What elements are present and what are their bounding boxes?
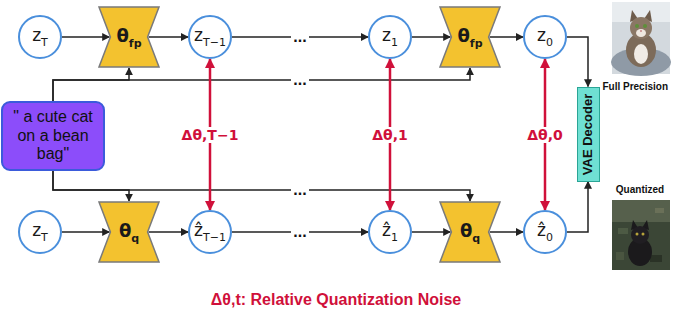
math-symbol: zT [32, 25, 48, 49]
flow-arrow [62, 231, 109, 233]
prompt-text: " a cute cat on a bean bag" [7, 108, 99, 163]
hourglass-outline [440, 7, 500, 67]
latent-circle: z1 [368, 15, 412, 59]
symbol-base: ẑ [194, 220, 203, 240]
symbol-base: z [32, 220, 41, 240]
decoder-box: VAE Decoder [577, 87, 600, 182]
output-label: Quantized [614, 184, 666, 195]
flow-arrow [62, 36, 109, 38]
latent-circle: zT [18, 210, 62, 254]
unet-hourglass: θq [439, 201, 501, 263]
flow-arrow [412, 36, 450, 38]
latent-circle: zT [18, 15, 62, 59]
noise-label: Δθ,0 [525, 127, 565, 143]
symbol-subscript: q [472, 232, 480, 245]
math-symbol: ẑ1 [382, 220, 398, 244]
symbol-subscript: fp [470, 37, 483, 50]
ellipsis-label: ... [291, 224, 308, 240]
flow-arrow [53, 68, 470, 101]
unet-hourglass: θq [98, 201, 160, 263]
math-symbol: z0 [537, 25, 553, 49]
flow-arrow [53, 171, 129, 201]
symbol-base: z [382, 25, 391, 45]
symbol-subscript: 1 [391, 231, 398, 244]
hourglass-outline [99, 7, 159, 67]
flow-arrow [567, 182, 588, 233]
flow-arrow [53, 68, 129, 101]
symbol-base: θ [460, 220, 472, 241]
hourglass-outline [99, 202, 159, 262]
prompt-box: " a cute cat on a bean bag" [1, 101, 105, 171]
symbol-subscript: T−1 [203, 36, 226, 49]
symbol-base: θ [457, 25, 469, 46]
symbol-base: z [537, 25, 546, 45]
symbol-subscript: T [41, 36, 48, 49]
symbol-subscript: T [41, 231, 48, 244]
math-symbol: zT [32, 220, 48, 244]
math-symbol: zT−1 [194, 25, 226, 49]
unet-hourglass: θfp [439, 6, 501, 68]
ellipsis-label: ... [291, 29, 308, 45]
flow-arrow [490, 231, 523, 233]
flow-arrow [567, 37, 588, 87]
flow-arrow [412, 231, 450, 233]
math-symbol: ẑT−1 [194, 220, 226, 244]
flow-arrow [149, 36, 188, 38]
symbol-base: θ [116, 25, 128, 46]
flow-arrow [490, 36, 523, 38]
symbol-subscript: 0 [546, 36, 553, 49]
math-symbol: ẑ0 [537, 220, 553, 244]
math-symbol: θfp [116, 25, 141, 50]
noise-label: Δθ,1 [370, 127, 410, 143]
unet-hourglass: θfp [98, 6, 160, 68]
symbol-subscript: q [131, 232, 139, 245]
math-symbol: θfp [457, 25, 482, 50]
ellipsis-label: ... [291, 182, 308, 198]
latent-circle: ẑ1 [368, 210, 412, 254]
symbol-base: z [32, 25, 41, 45]
symbol-base: ẑ [537, 220, 546, 240]
symbol-base: θ [119, 220, 131, 241]
symbol-subscript: T−1 [203, 231, 226, 244]
latent-circle: ẑ0 [523, 210, 567, 254]
hourglass-outline [440, 202, 500, 262]
decoder-text: VAE Decoder [581, 93, 596, 174]
output-label: Full Precision [600, 81, 670, 92]
math-symbol: θq [460, 220, 480, 245]
symbol-subscript: 1 [391, 36, 398, 49]
latent-circle: ẑT−1 [188, 210, 232, 254]
math-symbol: θq [119, 220, 139, 245]
ellipsis-label: ... [291, 72, 308, 88]
flow-arrow [149, 231, 188, 233]
caption: Δθ,t: Relative Quantization Noise [211, 291, 461, 309]
full-precision-cat [611, 2, 671, 76]
latent-circle: zT−1 [188, 15, 232, 59]
symbol-subscript: 0 [546, 231, 553, 244]
quantized-cat [612, 200, 670, 270]
symbol-base: ẑ [382, 220, 391, 240]
flow-arrow [53, 171, 470, 201]
symbol-base: z [194, 25, 203, 45]
latent-circle: z0 [523, 15, 567, 59]
noise-label: Δθ,T−1 [180, 127, 241, 143]
math-symbol: z1 [382, 25, 398, 49]
symbol-subscript: fp [129, 37, 142, 50]
